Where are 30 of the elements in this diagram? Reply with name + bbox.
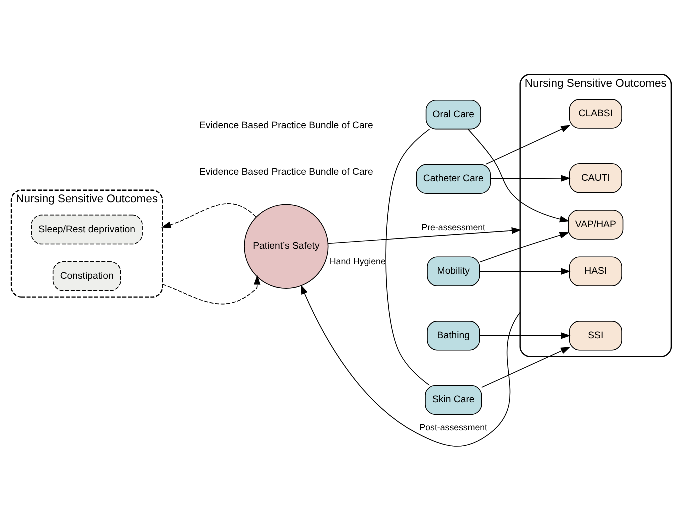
node-box: Sleep/Rest deprivation bbox=[31, 214, 143, 244]
arrow bbox=[161, 202, 256, 228]
arrow bbox=[328, 226, 522, 244]
edge-label: Post-assessment bbox=[420, 422, 488, 432]
node-box: VAP/HAP bbox=[568, 210, 624, 240]
node-box: HASI bbox=[569, 256, 622, 286]
edge-label: Hand Hygiene bbox=[330, 256, 386, 266]
node-box: Constipation bbox=[52, 261, 122, 291]
node-box: Oral Care bbox=[426, 99, 482, 130]
label: Evidence Based Practice Bundle of Care bbox=[199, 120, 374, 132]
arrow bbox=[162, 274, 261, 304]
node-circle: Patient’s Safety bbox=[244, 204, 329, 288]
arrow bbox=[486, 124, 571, 164]
node-box: Mobility bbox=[427, 256, 480, 286]
edge-label: Pre-assessment bbox=[422, 222, 486, 232]
arrow bbox=[482, 346, 571, 388]
arrow bbox=[480, 332, 571, 339]
connector bbox=[386, 128, 430, 386]
arrow bbox=[480, 232, 570, 262]
node-box: Bathing bbox=[427, 320, 480, 350]
label: Evidence Based Practice Bundle of Care bbox=[199, 166, 374, 178]
arrow bbox=[480, 268, 571, 274]
node-box: CLABSI bbox=[569, 98, 622, 128]
arrow bbox=[468, 128, 570, 222]
node-box: Catheter Care bbox=[416, 164, 492, 194]
arrow bbox=[301, 284, 521, 446]
node-box: Skin Care bbox=[425, 384, 482, 415]
node-box: SSI bbox=[569, 320, 622, 350]
node-box: CAUTI bbox=[569, 162, 622, 193]
arrow bbox=[490, 174, 571, 182]
